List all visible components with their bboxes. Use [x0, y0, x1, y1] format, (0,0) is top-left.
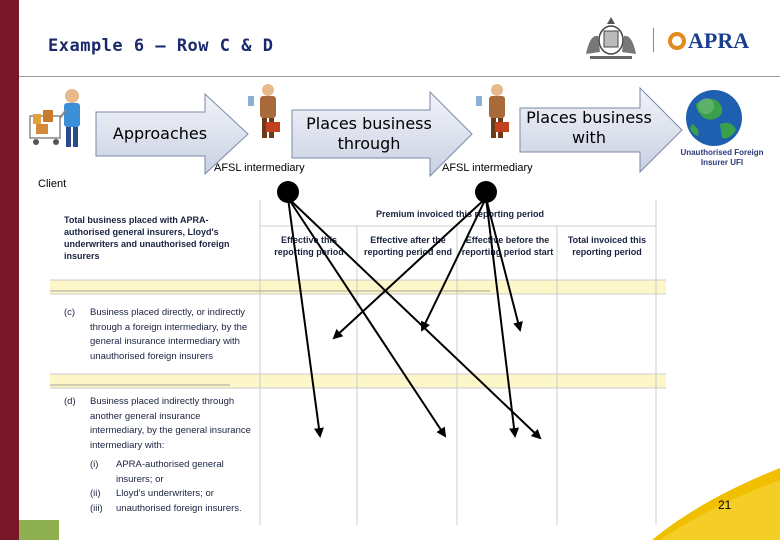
connector-4 — [332, 197, 487, 340]
places-through-arrow — [291, 90, 473, 178]
row-header: Total business placed with APRA-authoris… — [64, 215, 230, 261]
page-number-area: 21 — [652, 476, 780, 540]
intermediary-1-icon — [248, 84, 280, 138]
col-effective-before: Effective before the reporting period st… — [461, 235, 554, 257]
row-c-text: Business placed directly, or indirectly … — [90, 307, 248, 362]
connector-5 — [420, 197, 487, 332]
apra-logo-ring-icon — [668, 32, 686, 50]
client-label: Client — [38, 178, 67, 190]
row-d-letter: (d) — [64, 396, 76, 407]
table-grid — [50, 200, 666, 525]
places-with-arrow — [519, 86, 683, 174]
row-d-item-1-text: APRA-authorised general insurers; or — [116, 459, 224, 485]
connector-3 — [287, 197, 542, 440]
insurer-label: Unauthorised Foreign Insurer UFI — [680, 148, 764, 167]
coat-of-arms-icon — [586, 17, 636, 59]
left-accent-bar — [0, 0, 19, 540]
approaches-label: Approaches — [112, 124, 208, 143]
approaches-arrow — [95, 92, 249, 176]
col-total-invoiced: Total invoiced this reporting period — [567, 235, 647, 257]
slide-title: Example 6 – Row C & D — [48, 36, 274, 56]
page-number: 21 — [718, 498, 732, 512]
row-c-letter: (c) — [64, 307, 76, 318]
places-through-label: Places business through — [306, 114, 432, 153]
client-icon — [29, 89, 80, 147]
row-d-item-2-num: (ii) — [90, 488, 101, 499]
connector-6 — [485, 197, 523, 332]
connector-1 — [287, 197, 324, 438]
logo-separator — [653, 28, 654, 52]
header-divider — [19, 76, 780, 77]
form-table: Total business placed with APRA-authoris… — [50, 200, 666, 525]
intermediary-2-icon — [476, 84, 509, 138]
places-with-label: Places business with — [526, 108, 652, 147]
intermediary-2-label: AFSL intermediary — [442, 162, 533, 174]
intermediary-1-label: AFSL intermediary — [214, 162, 305, 174]
row-d-item-1-num: (i) — [90, 459, 99, 470]
col-effective-this: Effective this reporting period — [274, 235, 344, 257]
premium-header: Premium invoiced this reporting period — [375, 209, 545, 219]
globe-icon — [686, 90, 742, 146]
row-d-item-3-text: unauthorised foreign insurers. — [116, 503, 242, 514]
col-effective-after: Effective after the reporting period end — [363, 235, 452, 257]
row-d-item-2-text: Lloyd's underwriters; or — [116, 488, 214, 499]
apra-logo: APRA — [668, 28, 749, 54]
intermediary-1-node — [277, 181, 299, 203]
connector-2 — [287, 197, 447, 438]
row-d-text: Business placed indirectly through anoth… — [90, 396, 251, 451]
row-d-item-3-num: (iii) — [90, 503, 103, 514]
intermediary-2-node — [475, 181, 497, 203]
connector-7 — [485, 197, 519, 438]
